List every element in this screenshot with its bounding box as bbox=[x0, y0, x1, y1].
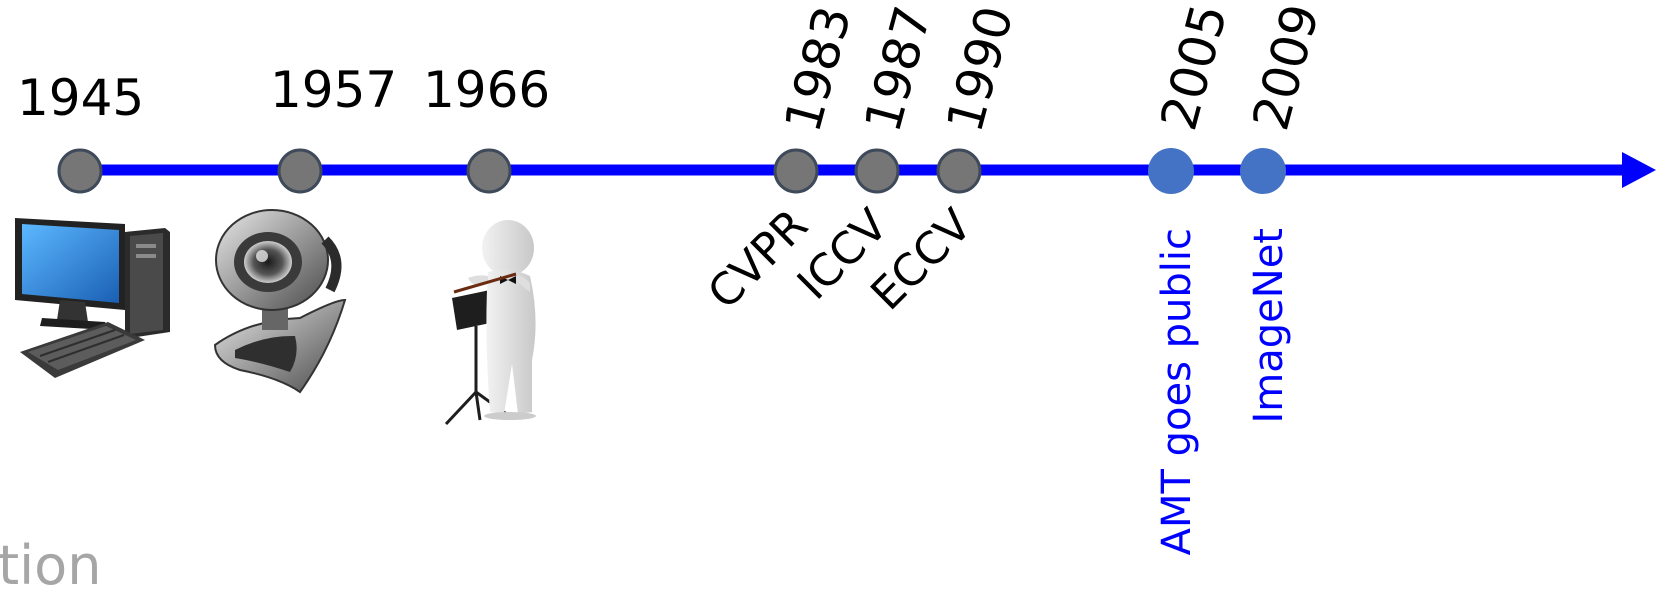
timeline-arrowhead bbox=[1622, 152, 1656, 188]
dot-1990 bbox=[936, 148, 982, 194]
desktop-computer-icon bbox=[15, 218, 170, 378]
event-label-imagenet: ImageNet bbox=[1246, 228, 1292, 424]
dot-1966 bbox=[466, 148, 512, 194]
event-label-amt: AMT goes public bbox=[1154, 228, 1200, 555]
cut-off-caption: tion bbox=[0, 534, 101, 591]
webcam-icon bbox=[213, 209, 347, 394]
dot-1945 bbox=[57, 148, 103, 194]
year-label-1957: 1957 bbox=[270, 61, 397, 119]
dot-2009 bbox=[1240, 148, 1286, 194]
year-label-1966: 1966 bbox=[423, 61, 550, 119]
timeline-axis bbox=[75, 152, 1656, 188]
timeline-dots bbox=[57, 148, 1286, 194]
flute-player-icon bbox=[444, 220, 536, 426]
year-label-2009: 2009 bbox=[1242, 0, 1331, 136]
dot-2005 bbox=[1148, 148, 1194, 194]
dot-1987 bbox=[854, 148, 900, 194]
conference-label-cvpr: CVPR bbox=[698, 200, 817, 319]
year-label-1945: 1945 bbox=[17, 69, 144, 127]
year-label-1990: 1990 bbox=[936, 0, 1025, 138]
dot-1983 bbox=[773, 148, 819, 194]
year-label-1983: 1983 bbox=[774, 0, 863, 138]
year-label-1987: 1987 bbox=[854, 0, 943, 138]
dot-1957 bbox=[277, 148, 323, 194]
year-label-2005: 2005 bbox=[1150, 0, 1239, 136]
